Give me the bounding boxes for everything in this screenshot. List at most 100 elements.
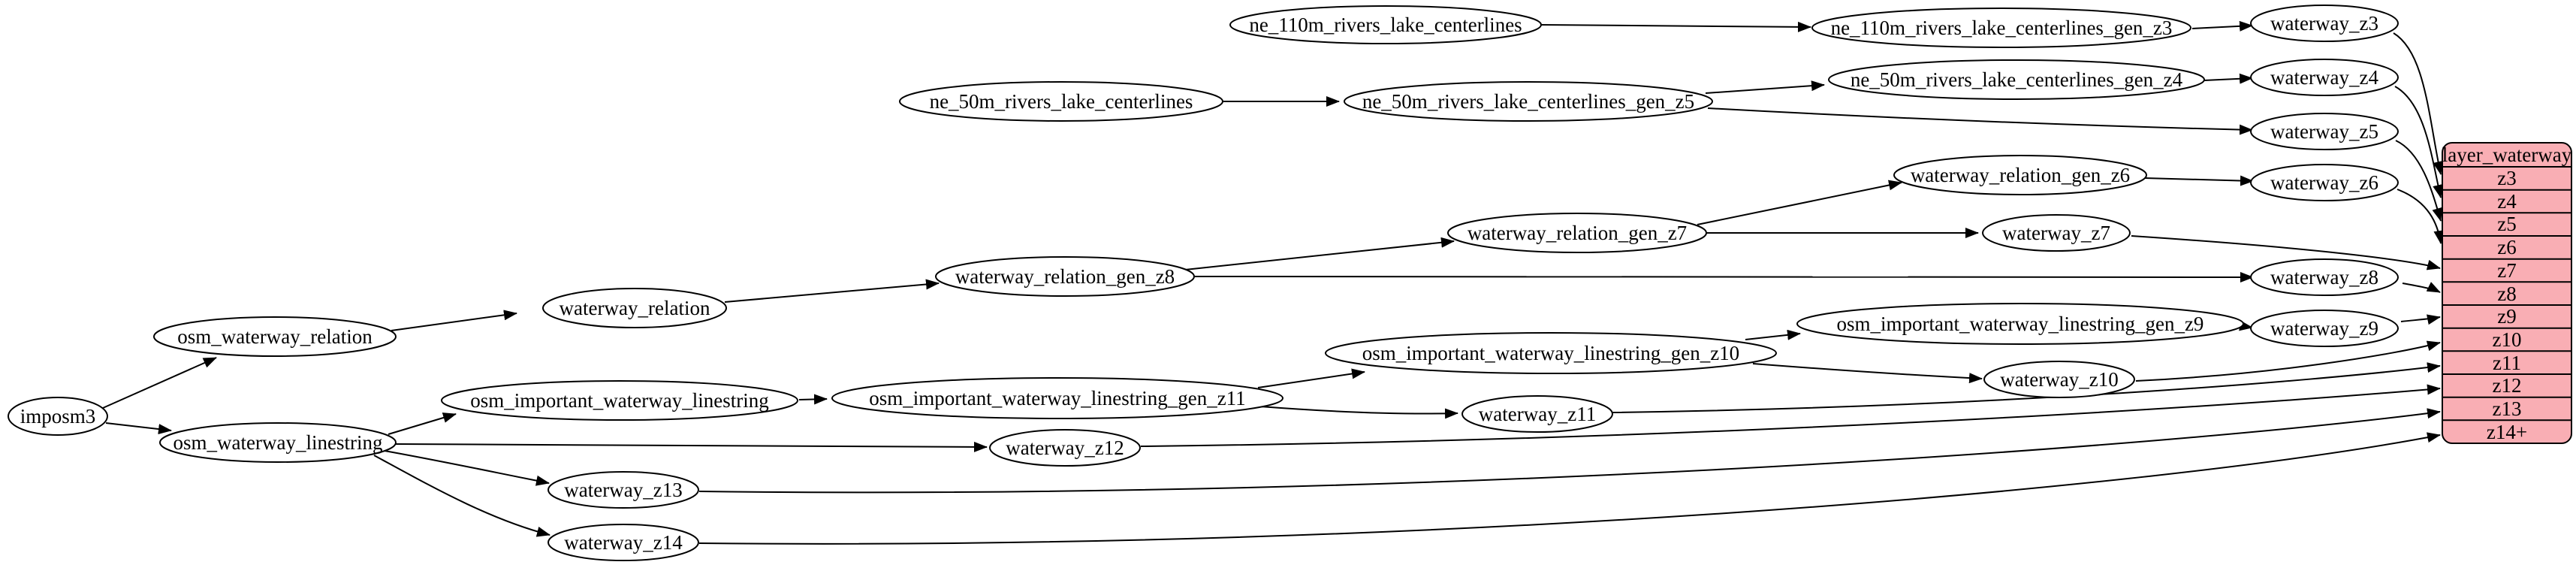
table-row-z10: z10 — [2493, 328, 2522, 351]
node-label: waterway_z9 — [2270, 317, 2378, 340]
node-ellipse — [547, 471, 699, 509]
edge-imposm3-osm_waterway_relation — [102, 357, 217, 409]
node-label: waterway_z4 — [2270, 66, 2378, 89]
table-row-z12: z12 — [2493, 374, 2522, 397]
edge-osm_waterway_linestring-waterway_z13 — [384, 450, 550, 486]
node-ellipse — [1229, 5, 1542, 44]
table-row-z4: z4 — [2497, 190, 2517, 213]
layer-waterway-table: layer_waterway z3 z4 z5 z6 z7 z8 z9 z10 … — [2442, 142, 2572, 444]
node-waterway_z7: waterway_z7 — [1982, 214, 2131, 252]
edge-waterway_z9-row_z9 — [2400, 314, 2441, 325]
node-label: osm_waterway_relation — [177, 325, 373, 348]
node-label: osm_important_waterway_linestring_gen_z9 — [1837, 313, 2204, 335]
node-ellipse — [1982, 214, 2131, 252]
table-row-z11: z11 — [2493, 352, 2521, 374]
node-waterway_z10: waterway_z10 — [1983, 361, 2135, 398]
edge-waterway_z6-row_z6 — [2397, 189, 2445, 244]
node-imposm3: imposm3 — [8, 397, 108, 436]
node-ellipse — [1325, 332, 1777, 374]
edge-osm_waterway_linestring-waterway_z14 — [373, 455, 550, 537]
edge-gen_z6-waterway_z6 — [2144, 175, 2254, 186]
node-ellipse — [1811, 8, 2191, 48]
edge-waterway_z5-row_z5 — [2395, 140, 2442, 222]
table-row-z5: z5 — [2497, 213, 2516, 235]
table-row-z7: z7 — [2497, 259, 2516, 282]
node-ellipse — [2250, 59, 2399, 96]
node-ellipse — [1461, 395, 1613, 433]
edges — [102, 20, 2445, 545]
node-label: ne_50m_rivers_lake_centerlines_gen_z4 — [1851, 68, 2183, 91]
edge-gen_z3-waterway_z3 — [2191, 20, 2253, 32]
edge-waterway_z4-row_z4 — [2394, 86, 2443, 198]
node-label: waterway_relation_gen_z6 — [1911, 164, 2130, 186]
node-ellipse — [1796, 303, 2244, 345]
node-label: osm_important_waterway_linestring_gen_z1… — [869, 387, 1245, 409]
node-ellipse — [159, 422, 397, 463]
node-ellipse — [2250, 113, 2399, 150]
node-waterway_z11: waterway_z11 — [1461, 395, 1613, 433]
table-row-z3: z3 — [2497, 167, 2516, 189]
node-waterway_z8: waterway_z8 — [2250, 258, 2399, 296]
node-ellipse — [441, 380, 798, 421]
node-label: waterway_z7 — [2002, 222, 2110, 244]
node-ne_50m_rivers_lake_centerlines_gen_z4: ne_50m_rivers_lake_centerlines_gen_z4 — [1828, 59, 2205, 100]
node-label: waterway_relation_gen_z8 — [955, 265, 1175, 288]
node-label: waterway_z10 — [2000, 368, 2118, 391]
node-waterway_z6: waterway_z6 — [2250, 164, 2399, 201]
edge-waterway_z12-row_z12 — [1140, 384, 2441, 447]
node-ellipse — [935, 256, 1195, 297]
node-osm_important_waterway_linestring: osm_important_waterway_linestring — [441, 380, 798, 421]
node-label: waterway_z8 — [2270, 266, 2378, 289]
node-ellipse — [2250, 5, 2399, 42]
edge-waterway_z7-row_z7 — [2131, 235, 2441, 270]
edge-ne_110m-gen_z3 — [1540, 21, 1811, 32]
table-title: layer_waterway — [2442, 144, 2572, 166]
node-label: waterway_z6 — [2270, 171, 2378, 194]
node-label: waterway_relation — [560, 297, 710, 319]
node-label: waterway_z12 — [1006, 437, 1124, 459]
node-ne_50m_rivers_lake_centerlines: ne_50m_rivers_lake_centerlines — [899, 81, 1223, 122]
edge-gen_z8-waterway_z8 — [1193, 271, 2254, 282]
table-row-z8: z8 — [2497, 282, 2516, 305]
node-osm_important_waterway_linestring_gen_z10: osm_important_waterway_linestring_gen_z1… — [1325, 332, 1777, 374]
node-ellipse — [1893, 155, 2147, 195]
edge-waterway_z11-row_z11 — [1612, 362, 2441, 413]
edge-gen_z4-waterway_z4 — [2203, 73, 2253, 84]
edge-waterway_z10-row_z10 — [2135, 340, 2441, 382]
node-waterway_relation_gen_z8: waterway_relation_gen_z8 — [935, 256, 1195, 297]
edge-gen_z11-waterway_z11 — [1259, 406, 1458, 419]
node-label: osm_waterway_linestring — [173, 431, 383, 454]
edge-gen_z8-gen_z7 — [1184, 237, 1455, 270]
node-waterway_z3: waterway_z3 — [2250, 5, 2399, 42]
node-ne_110m_rivers_lake_centerlines_gen_z3: ne_110m_rivers_lake_centerlines_gen_z3 — [1811, 8, 2191, 48]
node-label: ne_50m_rivers_lake_centerlines_gen_z5 — [1362, 90, 1694, 113]
node-ellipse — [8, 397, 108, 436]
node-label: waterway_z3 — [2270, 12, 2378, 35]
edge-gen_z11-gen_z10 — [1257, 368, 1365, 388]
node-label: ne_110m_rivers_lake_centerlines — [1249, 14, 1522, 36]
edge-waterway_z3-row_z3 — [2393, 32, 2444, 175]
node-osm_waterway_linestring: osm_waterway_linestring — [159, 422, 397, 463]
edge-gen_z5-gen_z4 — [1705, 80, 1825, 94]
node-waterway_relation: waterway_relation — [542, 288, 727, 328]
node-ellipse — [547, 524, 699, 561]
node-label: ne_110m_rivers_lake_centerlines_gen_z3 — [1831, 17, 2173, 39]
edge-gen_z10-waterway_z10 — [1752, 363, 1983, 384]
table-background — [2442, 142, 2572, 444]
node-osm_important_waterway_linestring_gen_z9: osm_important_waterway_linestring_gen_z9 — [1796, 303, 2244, 345]
node-label: imposm3 — [20, 405, 96, 428]
node-ellipse — [1447, 213, 1707, 253]
node-label: osm_important_waterway_linestring — [470, 389, 768, 412]
edge-osm_waterway_linestring-waterway_z12 — [395, 441, 988, 452]
node-label: ne_50m_rivers_lake_centerlines — [930, 90, 1193, 113]
node-label: waterway_z14 — [564, 531, 683, 554]
node-label: waterway_z5 — [2270, 120, 2378, 143]
node-osm_waterway_relation: osm_waterway_relation — [153, 316, 397, 357]
node-label: osm_important_waterway_linestring_gen_z1… — [1362, 342, 1739, 364]
node-label: waterway_relation_gen_z7 — [1467, 222, 1687, 244]
nodes: imposm3 osm_waterway_relation osm_waterw… — [8, 5, 2399, 561]
node-waterway_z14: waterway_z14 — [547, 524, 699, 561]
edge-waterway_z13-row_z13 — [698, 408, 2441, 494]
